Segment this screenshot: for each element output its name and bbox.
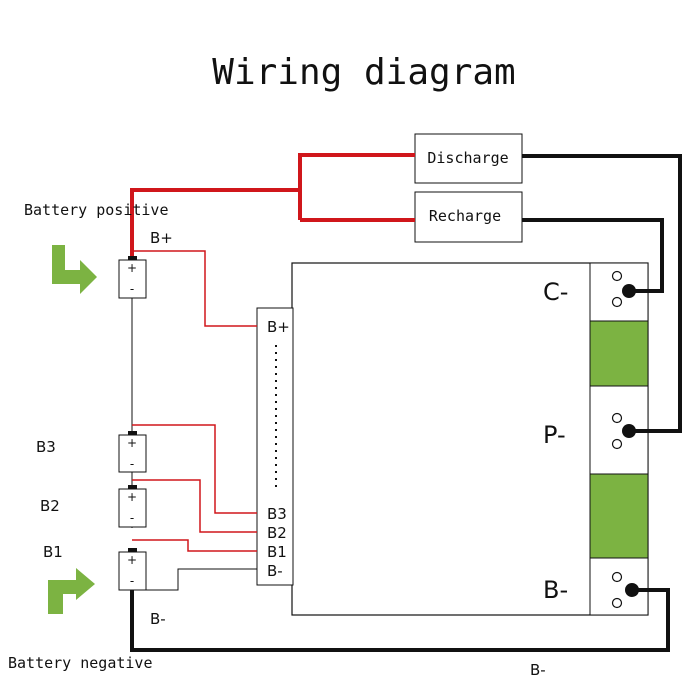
battery-cell-b3: + - <box>118 431 147 473</box>
terminal-c-minus-label: C- <box>543 278 568 306</box>
red-main-wire <box>130 153 415 260</box>
connector-pin-b-minus: B- <box>267 562 283 580</box>
black-main-wires <box>130 154 682 652</box>
discharge-label: Discharge <box>427 149 508 167</box>
connector-pin-b-plus: B+ <box>267 318 290 336</box>
balance-wires <box>132 250 257 552</box>
svg-text:+: + <box>127 490 137 504</box>
battery-cell-b1: + - <box>118 548 147 591</box>
b-plus-label: B+ <box>150 229 173 247</box>
b2-label: B2 <box>40 497 60 515</box>
b3-label: B3 <box>36 438 56 456</box>
terminal-b-minus-label: B- <box>543 576 568 604</box>
negative-arrow-icon <box>48 568 95 614</box>
green-block-top <box>589 320 649 387</box>
svg-text:-: - <box>130 282 134 296</box>
battery-negative-label: Battery negative <box>8 654 153 672</box>
connector-pin-b3: B3 <box>267 505 287 523</box>
diagram-title: Wiring diagram <box>212 52 515 93</box>
svg-text:+: + <box>127 553 137 567</box>
battery-cell-b2: + - <box>118 485 147 528</box>
connector-pin-b1: B1 <box>267 543 287 561</box>
balance-connector <box>256 307 294 586</box>
b-minus-wire-label: B- <box>530 661 546 679</box>
svg-text:-: - <box>130 511 134 525</box>
positive-arrow-icon <box>52 245 97 294</box>
green-block-bottom <box>589 473 649 559</box>
svg-text:-: - <box>130 457 134 471</box>
bms-board <box>291 262 649 616</box>
b-minus-cell-label: B- <box>150 610 166 628</box>
recharge-label: Recharge <box>429 207 501 225</box>
connector-pin-b2: B2 <box>267 524 287 542</box>
b1-label: B1 <box>43 543 63 561</box>
svg-text:+: + <box>127 436 137 450</box>
battery-positive-label: Battery positive <box>24 201 169 219</box>
terminal-p-minus-label: P- <box>543 421 566 449</box>
b-minus-balance-wire <box>132 568 257 591</box>
svg-text:+: + <box>127 261 137 275</box>
recharge-box <box>414 191 523 243</box>
battery-cell-top: + - <box>118 256 147 299</box>
discharge-box <box>414 133 523 184</box>
terminal-c-minus-holes <box>611 270 636 308</box>
svg-text:-: - <box>130 574 134 588</box>
